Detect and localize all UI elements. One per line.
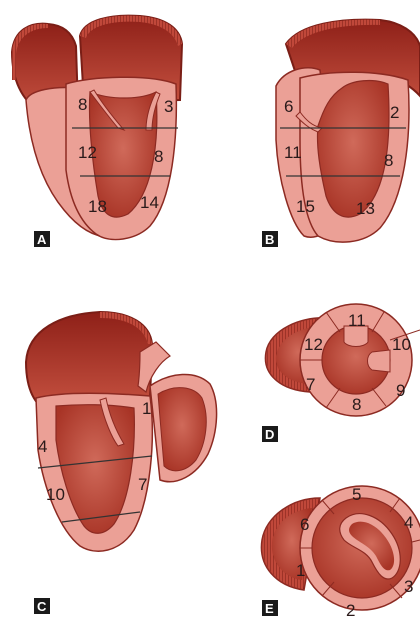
panel-c-seg-label: 4: [38, 437, 47, 456]
panel-e-seg-label: 6: [300, 515, 309, 534]
panel-a-seg-label: 12: [78, 143, 97, 162]
panel-a-seg-label: 18: [88, 197, 107, 216]
panel-b-seg-label: 15: [296, 197, 315, 216]
panel-e-seg-label: 2: [346, 601, 355, 620]
panel-e: 5 6 4 1 3 2 E: [261, 485, 420, 620]
panel-e-seg-label: 1: [296, 561, 305, 580]
panel-c-tag: C: [37, 599, 47, 614]
panel-b-seg-label: 2: [390, 103, 399, 122]
panel-b-seg-label: 13: [356, 199, 375, 218]
panel-a-seg-label: 3: [164, 97, 173, 116]
panel-c-seg-label: 10: [46, 485, 65, 504]
panel-c: 4 1 10 7 C: [26, 312, 217, 614]
panel-a-seg-label: 8: [154, 147, 163, 166]
panel-d-seg-label: 12: [304, 335, 323, 354]
panel-b: 6 2 11 8 15 13 B: [262, 20, 420, 247]
panel-b-seg-label: 6: [284, 97, 293, 116]
panel-e-seg-label: 3: [404, 577, 413, 596]
panel-d-seg-label: 9: [396, 381, 405, 400]
panel-b-seg-label: 11: [284, 143, 302, 162]
panel-a-seg-label: 8: [78, 95, 87, 114]
panel-b-seg-label: 8: [384, 151, 393, 170]
panel-b-tag: B: [265, 232, 274, 247]
panel-c-atrium: [26, 312, 152, 406]
panel-d-papillary-right: [368, 350, 391, 372]
panel-a-tag: A: [37, 232, 47, 247]
panel-e-seg-label: 4: [404, 513, 413, 532]
panel-c-seg-label: 7: [138, 475, 147, 494]
panel-d-seg-label: 10: [392, 335, 411, 354]
panel-d-seg-label: 7: [306, 375, 315, 394]
panel-d-seg-label: 11: [348, 311, 366, 330]
panel-e-seg-label: 5: [352, 485, 361, 504]
panel-e-tag: E: [265, 601, 274, 616]
panel-d-seg-label: 8: [352, 395, 361, 414]
panel-a: 8 3 12 8 18 14 A: [12, 16, 182, 247]
panel-d-tag: D: [265, 427, 274, 442]
panel-c-seg-label: 1: [142, 399, 151, 418]
panel-d: 11 12 10 7 9 8 D: [262, 304, 420, 442]
panel-a-seg-label: 14: [140, 193, 159, 212]
